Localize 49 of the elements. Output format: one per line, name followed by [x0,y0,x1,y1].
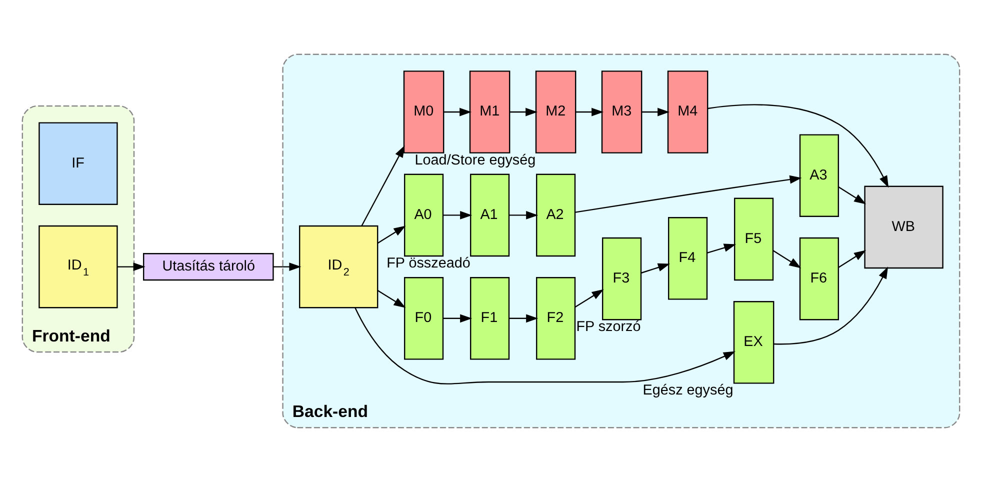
node-box: ID$_{2}$ [299,224,378,308]
arrow [377,289,406,308]
node-box: F4 [668,216,708,300]
node-box: M1 [469,70,510,153]
node-box: EX [733,300,774,384]
node-box: M0 [403,70,444,153]
arrow [838,250,866,268]
node-box: M4 [667,70,708,153]
node-box: F3 [602,236,642,320]
node-box: WB [864,185,944,268]
arrow [510,107,538,116]
node-box: A0 [404,173,444,256]
node-box: ID$_{1}$ [38,224,118,308]
node-box: F0 [404,276,444,360]
node-label: Egész egység [642,382,734,398]
arrow [444,107,472,116]
node-label: Load/Store egység [414,152,536,168]
arrow [443,210,472,219]
arrow [576,107,604,116]
arrow [774,266,888,344]
arrow [377,225,406,244]
node-box: Utasítás tároló [143,252,274,280]
node-box: A2 [536,173,576,256]
arrow [642,107,670,116]
arrow [706,243,736,254]
arrow [509,210,538,219]
node-box: M2 [535,70,576,153]
node-box: M3 [601,70,642,153]
node-box: F1 [470,276,510,360]
arrow [443,314,472,322]
arrow [274,262,302,270]
arrow [509,314,538,322]
arrow [574,288,604,308]
arrow [640,262,670,274]
arrow [361,144,405,226]
node-box: A1 [470,173,510,256]
node-box: F6 [799,236,839,320]
arrow [574,174,802,212]
arrow [772,250,802,268]
node-label: FP szorzó [576,318,641,335]
arrow [117,262,146,270]
node-box: IF [38,122,118,204]
node-box: F5 [734,197,774,280]
node-box: F2 [536,276,576,360]
arrow [708,104,889,188]
arrow [354,307,736,384]
arrow [838,186,866,204]
node-label: FP összeadó [386,255,470,272]
node-box: A3 [799,134,839,216]
